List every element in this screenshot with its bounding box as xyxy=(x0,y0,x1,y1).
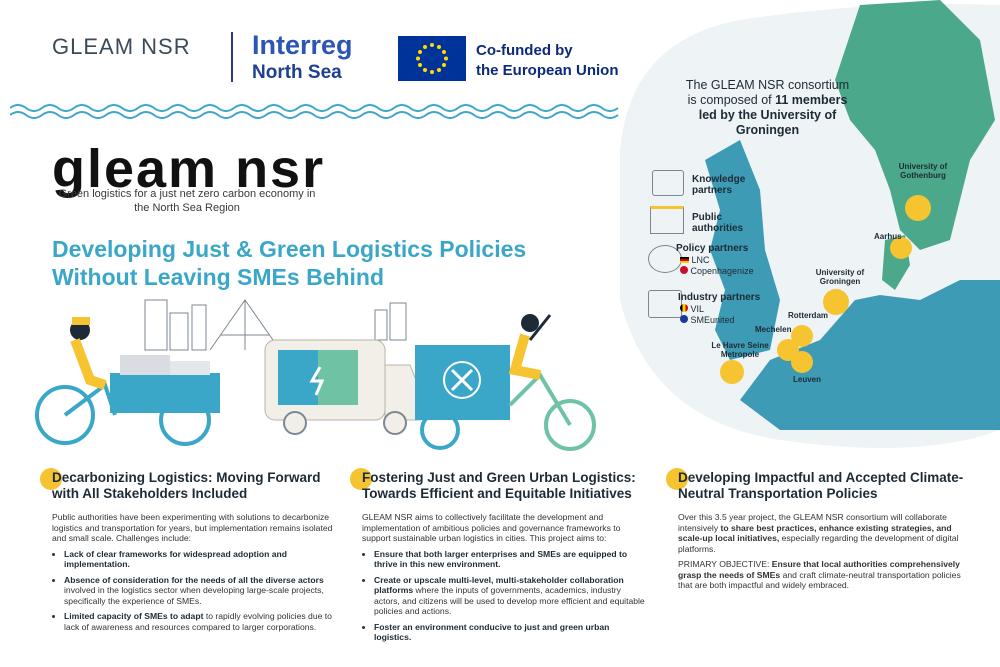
col1-intro: Public authorities have been experimenti… xyxy=(52,512,333,543)
col3-paragraph2: PRIMARY OBJECTIVE: Ensure that local aut… xyxy=(678,559,961,590)
gleam-nsr-logo: gleam nsr xyxy=(52,139,326,199)
logo-tagline: Green logistics for a just net zero carb… xyxy=(58,188,316,214)
interreg-logo-line1: Interreg xyxy=(252,30,353,60)
col2-accent-dot xyxy=(350,468,372,490)
column-developing: Developing Impactful and Accepted Climat… xyxy=(678,470,970,596)
col3-paragraph1: Over this 3.5 year project, the GLEAM NS… xyxy=(678,512,959,554)
legend-policy: Policy partners xyxy=(676,243,749,254)
city-aarhus: Aarhus xyxy=(874,232,902,241)
public-authority-icon xyxy=(650,206,684,234)
col2-bullet: Foster an environment conducive to just … xyxy=(374,622,647,643)
col3-title: Developing Impactful and Accepted Climat… xyxy=(678,470,964,501)
industry-partner-icon xyxy=(648,290,682,318)
electric-van-icon xyxy=(264,339,421,435)
col2-title: Fostering Just and Green Urban Logistics… xyxy=(362,470,636,501)
cargo-bike-icon xyxy=(35,317,220,446)
legend-industry-smeunited: SMEunited xyxy=(680,315,735,325)
main-headline: Developing Just & Green Logistics Polici… xyxy=(52,236,527,290)
project-name: GLEAM NSR xyxy=(52,34,191,59)
col2-bullet: Create or upscale multi-level, multi-sta… xyxy=(374,575,647,617)
cargo-trike-icon xyxy=(415,314,596,451)
eu-flag-icon xyxy=(398,36,466,81)
legend-policy-lnc: LNC xyxy=(680,255,710,265)
col1-bullet: Lack of clear frameworks for widespread … xyxy=(64,549,337,570)
legend-industry-vil: VIL xyxy=(680,304,704,314)
city-groningen: University of Groningen xyxy=(815,268,865,286)
city-leuven: Leuven xyxy=(793,375,822,384)
interreg-logo-line2: North Sea xyxy=(252,62,342,83)
col2-bullet: Ensure that both larger enterprises and … xyxy=(374,549,647,570)
logistics-illustration xyxy=(35,299,596,451)
north-sea-map xyxy=(620,0,1000,460)
city-gothenburg: University of Gothenburg xyxy=(898,162,948,180)
col1-accent-dot xyxy=(40,468,62,490)
cofunded-line1: Co-funded by xyxy=(476,42,573,59)
cofunded-line2: the European Union xyxy=(476,62,619,79)
col2-intro: GLEAM NSR aims to collectively facilitat… xyxy=(362,512,621,543)
city-lehavre: Le Havre Seine Metropole xyxy=(711,341,769,359)
column-fostering: Fostering Just and Green Urban Logistics… xyxy=(362,470,647,648)
col1-bullet: Absence of consideration for the needs o… xyxy=(64,575,337,607)
legend-industry: Industry partners xyxy=(678,292,761,303)
column-decarbonizing: Decarbonizing Logistics: Moving Forward … xyxy=(52,470,337,637)
col1-title: Decarbonizing Logistics: Moving Forward … xyxy=(52,470,321,501)
legend-public: Public authorities xyxy=(692,212,744,234)
knowledge-partner-icon xyxy=(652,170,684,196)
col1-bullet: Limited capacity of SMEs to adapt to rap… xyxy=(64,611,337,632)
col3-accent-dot xyxy=(666,468,688,490)
header-divider xyxy=(231,32,233,82)
city-rotterdam: Rotterdam xyxy=(788,311,829,320)
legend-knowledge: Knowledge partners xyxy=(692,174,746,196)
wave-divider xyxy=(10,104,619,119)
city-mechelen: Mechelen xyxy=(755,325,792,334)
consortium-summary: The GLEAM NSR consortium is composed of … xyxy=(685,78,850,137)
legend-policy-copenhagenize: Copenhagenize xyxy=(680,266,754,276)
